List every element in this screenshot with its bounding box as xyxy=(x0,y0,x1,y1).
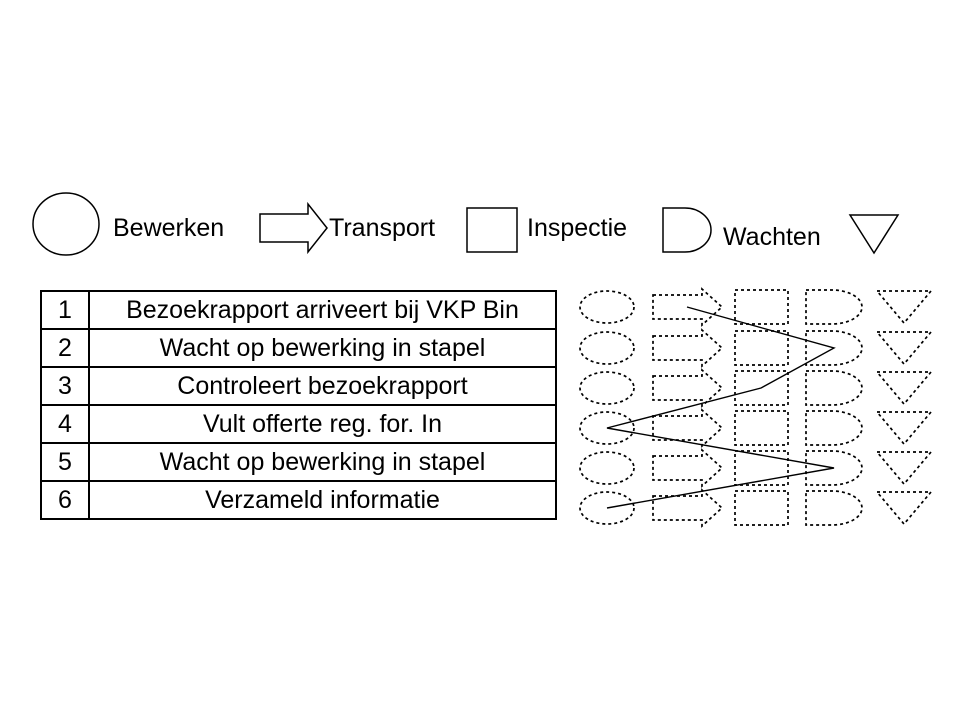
storage-symbol-row2 xyxy=(875,331,933,366)
step-number: 4 xyxy=(42,406,90,442)
table-row: 1 Bezoekrapport arriveert bij VKP Bin xyxy=(42,292,555,328)
transport-symbol-row4 xyxy=(652,408,724,448)
legend-arrow-icon xyxy=(259,201,328,255)
legend-dshape-icon xyxy=(662,207,712,253)
storage-symbol-row1 xyxy=(875,290,933,325)
wachten-symbol-row4 xyxy=(805,410,863,446)
step-description: Wacht op bewerking in stapel xyxy=(159,447,486,476)
step-description: Controleert bezoekrapport xyxy=(177,371,468,400)
wachten-symbol-row1 xyxy=(805,289,863,325)
inspectie-symbol-row3 xyxy=(734,370,789,406)
transport-symbol-row6 xyxy=(652,488,724,528)
legend-label-transport: Transport xyxy=(329,214,436,242)
inspectie-symbol-row2 xyxy=(734,330,789,366)
legend-label-bewerken: Bewerken xyxy=(113,214,225,242)
storage-symbol-row5 xyxy=(875,451,933,486)
transport-symbol-row3 xyxy=(652,368,724,408)
step-description: Bezoekrapport arriveert bij VKP Bin xyxy=(126,295,519,324)
legend-label-inspectie: Inspectie xyxy=(527,214,628,242)
table-row: 2 Wacht op bewerking in stapel xyxy=(42,328,555,366)
storage-symbol-row6 xyxy=(875,491,933,526)
table-row: 4 Vult offerte reg. for. In xyxy=(42,404,555,442)
inspectie-symbol-row1 xyxy=(734,289,789,325)
transport-symbol-row1 xyxy=(652,287,724,327)
bewerken-symbol-row1 xyxy=(579,290,635,324)
bewerken-symbol-row5 xyxy=(579,451,635,485)
wachten-symbol-row2 xyxy=(805,330,863,366)
storage-symbol-row3 xyxy=(875,371,933,406)
flow-line xyxy=(606,306,836,509)
table-row: 3 Controleert bezoekrapport xyxy=(42,366,555,404)
wachten-symbol-row6 xyxy=(805,490,863,526)
wachten-symbol-row3 xyxy=(805,370,863,406)
bewerken-symbol-row3 xyxy=(579,371,635,405)
inspectie-symbol-row6 xyxy=(734,490,789,526)
step-number: 5 xyxy=(42,444,90,480)
step-description: Wacht op bewerking in stapel xyxy=(159,333,486,362)
storage-symbol-row4 xyxy=(875,411,933,446)
step-number: 6 xyxy=(42,482,90,518)
step-number: 2 xyxy=(42,330,90,366)
step-number: 1 xyxy=(42,292,90,328)
legend-circle-icon xyxy=(32,192,100,256)
transport-symbol-row5 xyxy=(652,448,724,488)
table-row: 6 Verzameld informatie xyxy=(42,480,555,518)
inspectie-symbol-row4 xyxy=(734,410,789,446)
step-description: Vult offerte reg. for. In xyxy=(202,409,443,438)
legend-triangle-icon xyxy=(848,214,900,255)
legend-symbols xyxy=(32,192,900,256)
step-number: 3 xyxy=(42,368,90,404)
wachten-symbol-row5 xyxy=(805,450,863,486)
legend-square-icon xyxy=(466,207,518,253)
symbol-grid xyxy=(579,287,933,528)
bewerken-symbol-row6 xyxy=(579,491,635,525)
transport-symbol-row2 xyxy=(652,328,724,368)
legend-label-wachten: Wachten xyxy=(723,223,821,251)
table-row: 5 Wacht op bewerking in stapel xyxy=(42,442,555,480)
bewerken-symbol-row2 xyxy=(579,331,635,365)
process-steps-table: 1 Bezoekrapport arriveert bij VKP Bin 2 … xyxy=(40,290,557,520)
step-description: Verzameld informatie xyxy=(205,485,440,514)
inspectie-symbol-row5 xyxy=(734,450,789,486)
bewerken-symbol-row4 xyxy=(579,411,635,445)
